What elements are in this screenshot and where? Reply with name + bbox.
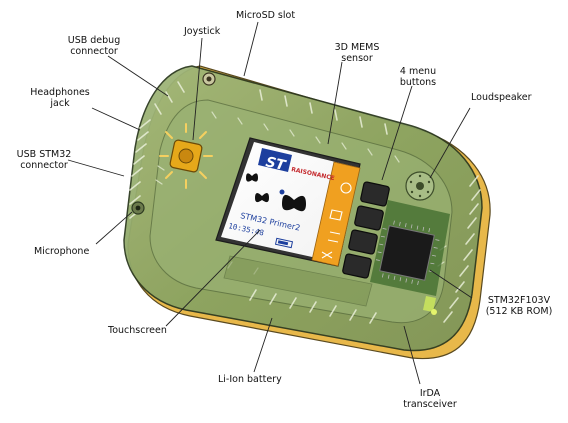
irda-window xyxy=(423,296,437,315)
headphones-jack xyxy=(202,72,216,86)
label-mcu-line1: STM32F103V xyxy=(487,295,551,306)
callout-line-microphone xyxy=(95,211,133,245)
stm32f103v-chip xyxy=(375,220,440,285)
st-logo: ST xyxy=(258,148,292,174)
li-ion-battery-outline xyxy=(223,255,373,307)
case-rim-ribs xyxy=(129,81,481,324)
label-usb-stm32-line1: USB STM32 xyxy=(16,149,72,160)
callout-line-mcu xyxy=(429,269,473,299)
label-menu-line2: buttons xyxy=(399,77,437,88)
label-usb-debug-connector: USB debug connector xyxy=(54,35,134,57)
label-mems-line1: 3D MEMS xyxy=(334,42,380,53)
label-4-menu-buttons: 4 menu buttons xyxy=(388,66,448,88)
label-usb-stm32-connector: USB STM32 connector xyxy=(4,149,84,171)
label-menu-line1: 4 menu xyxy=(399,66,437,77)
label-usb-debug-line2: connector xyxy=(70,46,118,57)
st-logo-text: ST xyxy=(264,154,288,174)
label-joystick: Joystick xyxy=(184,26,221,37)
callout-line-battery xyxy=(253,317,273,373)
callout-line-usb-stm32 xyxy=(67,159,125,177)
callout-line-usb-debug xyxy=(107,55,169,97)
callout-line-loudspeaker xyxy=(429,107,471,179)
callout-line-headphones xyxy=(91,107,141,131)
battery-indicator-icon xyxy=(274,237,294,249)
label-usb-stm32-line2: connector xyxy=(20,160,68,171)
label-headphones-jack: Headphones jack xyxy=(20,87,100,109)
label-irda-transceiver: IrDA transceiver xyxy=(400,388,460,410)
label-3d-mems-sensor: 3D MEMS sensor xyxy=(327,42,387,64)
label-touchscreen: Touchscreen xyxy=(108,325,167,336)
microphone-hole xyxy=(131,201,145,215)
menu-buttons xyxy=(342,181,390,279)
joystick xyxy=(159,123,213,189)
label-microsd-slot: MicroSD slot xyxy=(236,10,296,21)
label-li-ion-battery: Li-Ion battery xyxy=(218,374,282,385)
callout-line-irda xyxy=(403,325,421,385)
butterfly-graphics xyxy=(246,173,306,212)
label-loudspeaker: Loudspeaker xyxy=(471,92,532,103)
label-mcu-line2: (512 KB ROM) xyxy=(485,306,553,317)
label-stm32f103v: STM32F103V (512 KB ROM) xyxy=(476,295,562,317)
label-mems-line2: sensor xyxy=(341,53,373,64)
callout-line-microsd xyxy=(243,21,259,77)
label-headphones-line1: Headphones xyxy=(30,87,90,98)
label-irda-line2: transceiver xyxy=(403,399,457,410)
callout-line-mems xyxy=(327,61,343,145)
label-microphone: Microphone xyxy=(34,246,90,257)
label-headphones-line2: jack xyxy=(50,98,70,109)
callout-lines xyxy=(67,21,473,385)
callout-line-joystick xyxy=(192,37,203,141)
label-irda-line1: IrDA xyxy=(419,388,441,399)
callout-line-touchscreen xyxy=(165,229,261,327)
label-usb-debug-line1: USB debug xyxy=(67,35,121,46)
callout-line-menu-buttons xyxy=(381,85,413,181)
loudspeaker-grille xyxy=(405,171,435,201)
